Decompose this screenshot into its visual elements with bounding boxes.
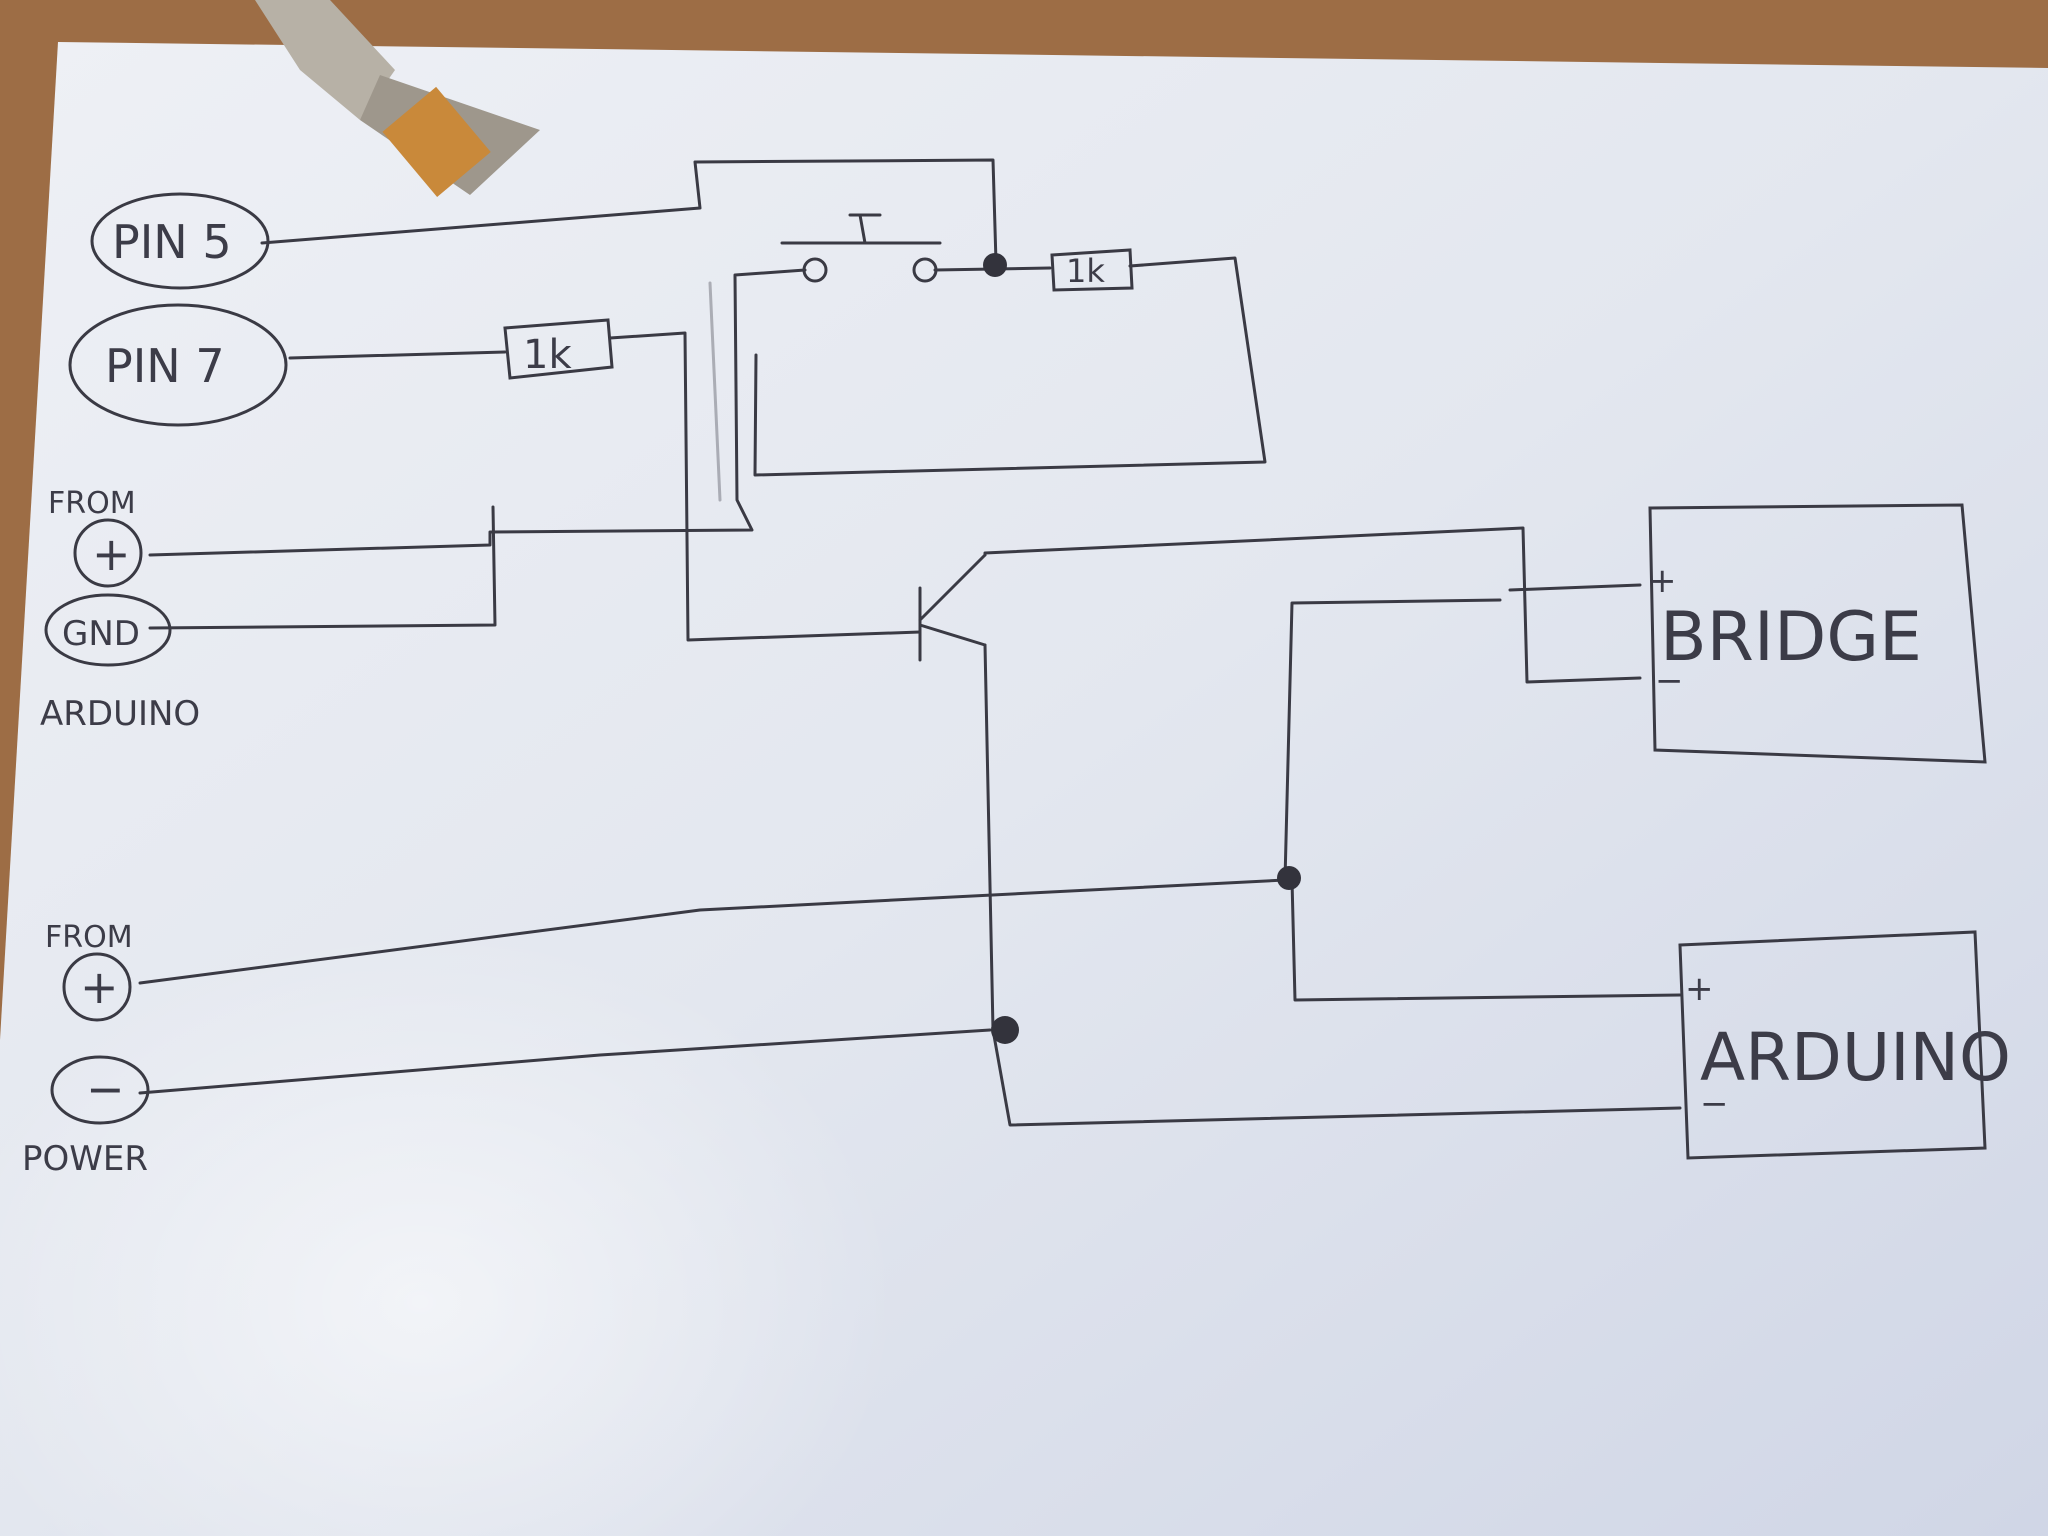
- bridge-minus-sign: −: [1655, 661, 1684, 701]
- arduino-caption: ARDUINO: [40, 694, 200, 734]
- junction-dot-power-plus: [1277, 866, 1301, 890]
- pin7-bubble: [68, 303, 288, 427]
- power-plus-sign: +: [80, 960, 119, 1014]
- light-glare: [0, 600, 1200, 1536]
- arduino-box-minus-sign: −: [1700, 1084, 1729, 1124]
- resistor-1-label: 1k: [523, 332, 572, 378]
- resistor-2-label: 1k: [1066, 252, 1105, 290]
- power-caption: POWER: [22, 1139, 148, 1179]
- from-arduino-label: FROM: [48, 486, 136, 521]
- pin5-label: PIN 5: [112, 215, 232, 269]
- bridge-label: BRIDGE: [1660, 598, 1922, 677]
- arduino-plus-terminal: [73, 518, 143, 588]
- bridge-box: BRIDGE + −: [1648, 503, 1987, 764]
- from-power-label: FROM: [45, 920, 133, 955]
- power-minus-sign: −: [86, 1062, 125, 1116]
- power-plus-terminal: [62, 952, 132, 1022]
- arduino-box-label: ARDUINO: [1700, 1019, 2011, 1096]
- bridge-plus-sign: +: [1648, 561, 1677, 601]
- pin7-label: PIN 7: [105, 339, 225, 393]
- arduino-box-plus-sign: +: [1685, 969, 1714, 1009]
- resistor-1: 1k: [503, 318, 614, 380]
- usb-plug-icon: [255, 0, 540, 197]
- arduino-plus-sign: +: [92, 527, 131, 581]
- pin5-bubble: [90, 192, 270, 290]
- resistor-2: 1k: [1050, 248, 1134, 292]
- power-minus-terminal: [50, 1055, 150, 1125]
- junction-dot-power-minus: [991, 1016, 1019, 1044]
- arduino-box: ARDUINO + −: [1678, 930, 2011, 1160]
- gnd-label: GND: [62, 614, 140, 654]
- switch-contact-right: [912, 257, 938, 283]
- gnd-terminal: [44, 593, 172, 667]
- switch-contact-left: [802, 257, 828, 283]
- junction-dot-switch: [983, 253, 1007, 277]
